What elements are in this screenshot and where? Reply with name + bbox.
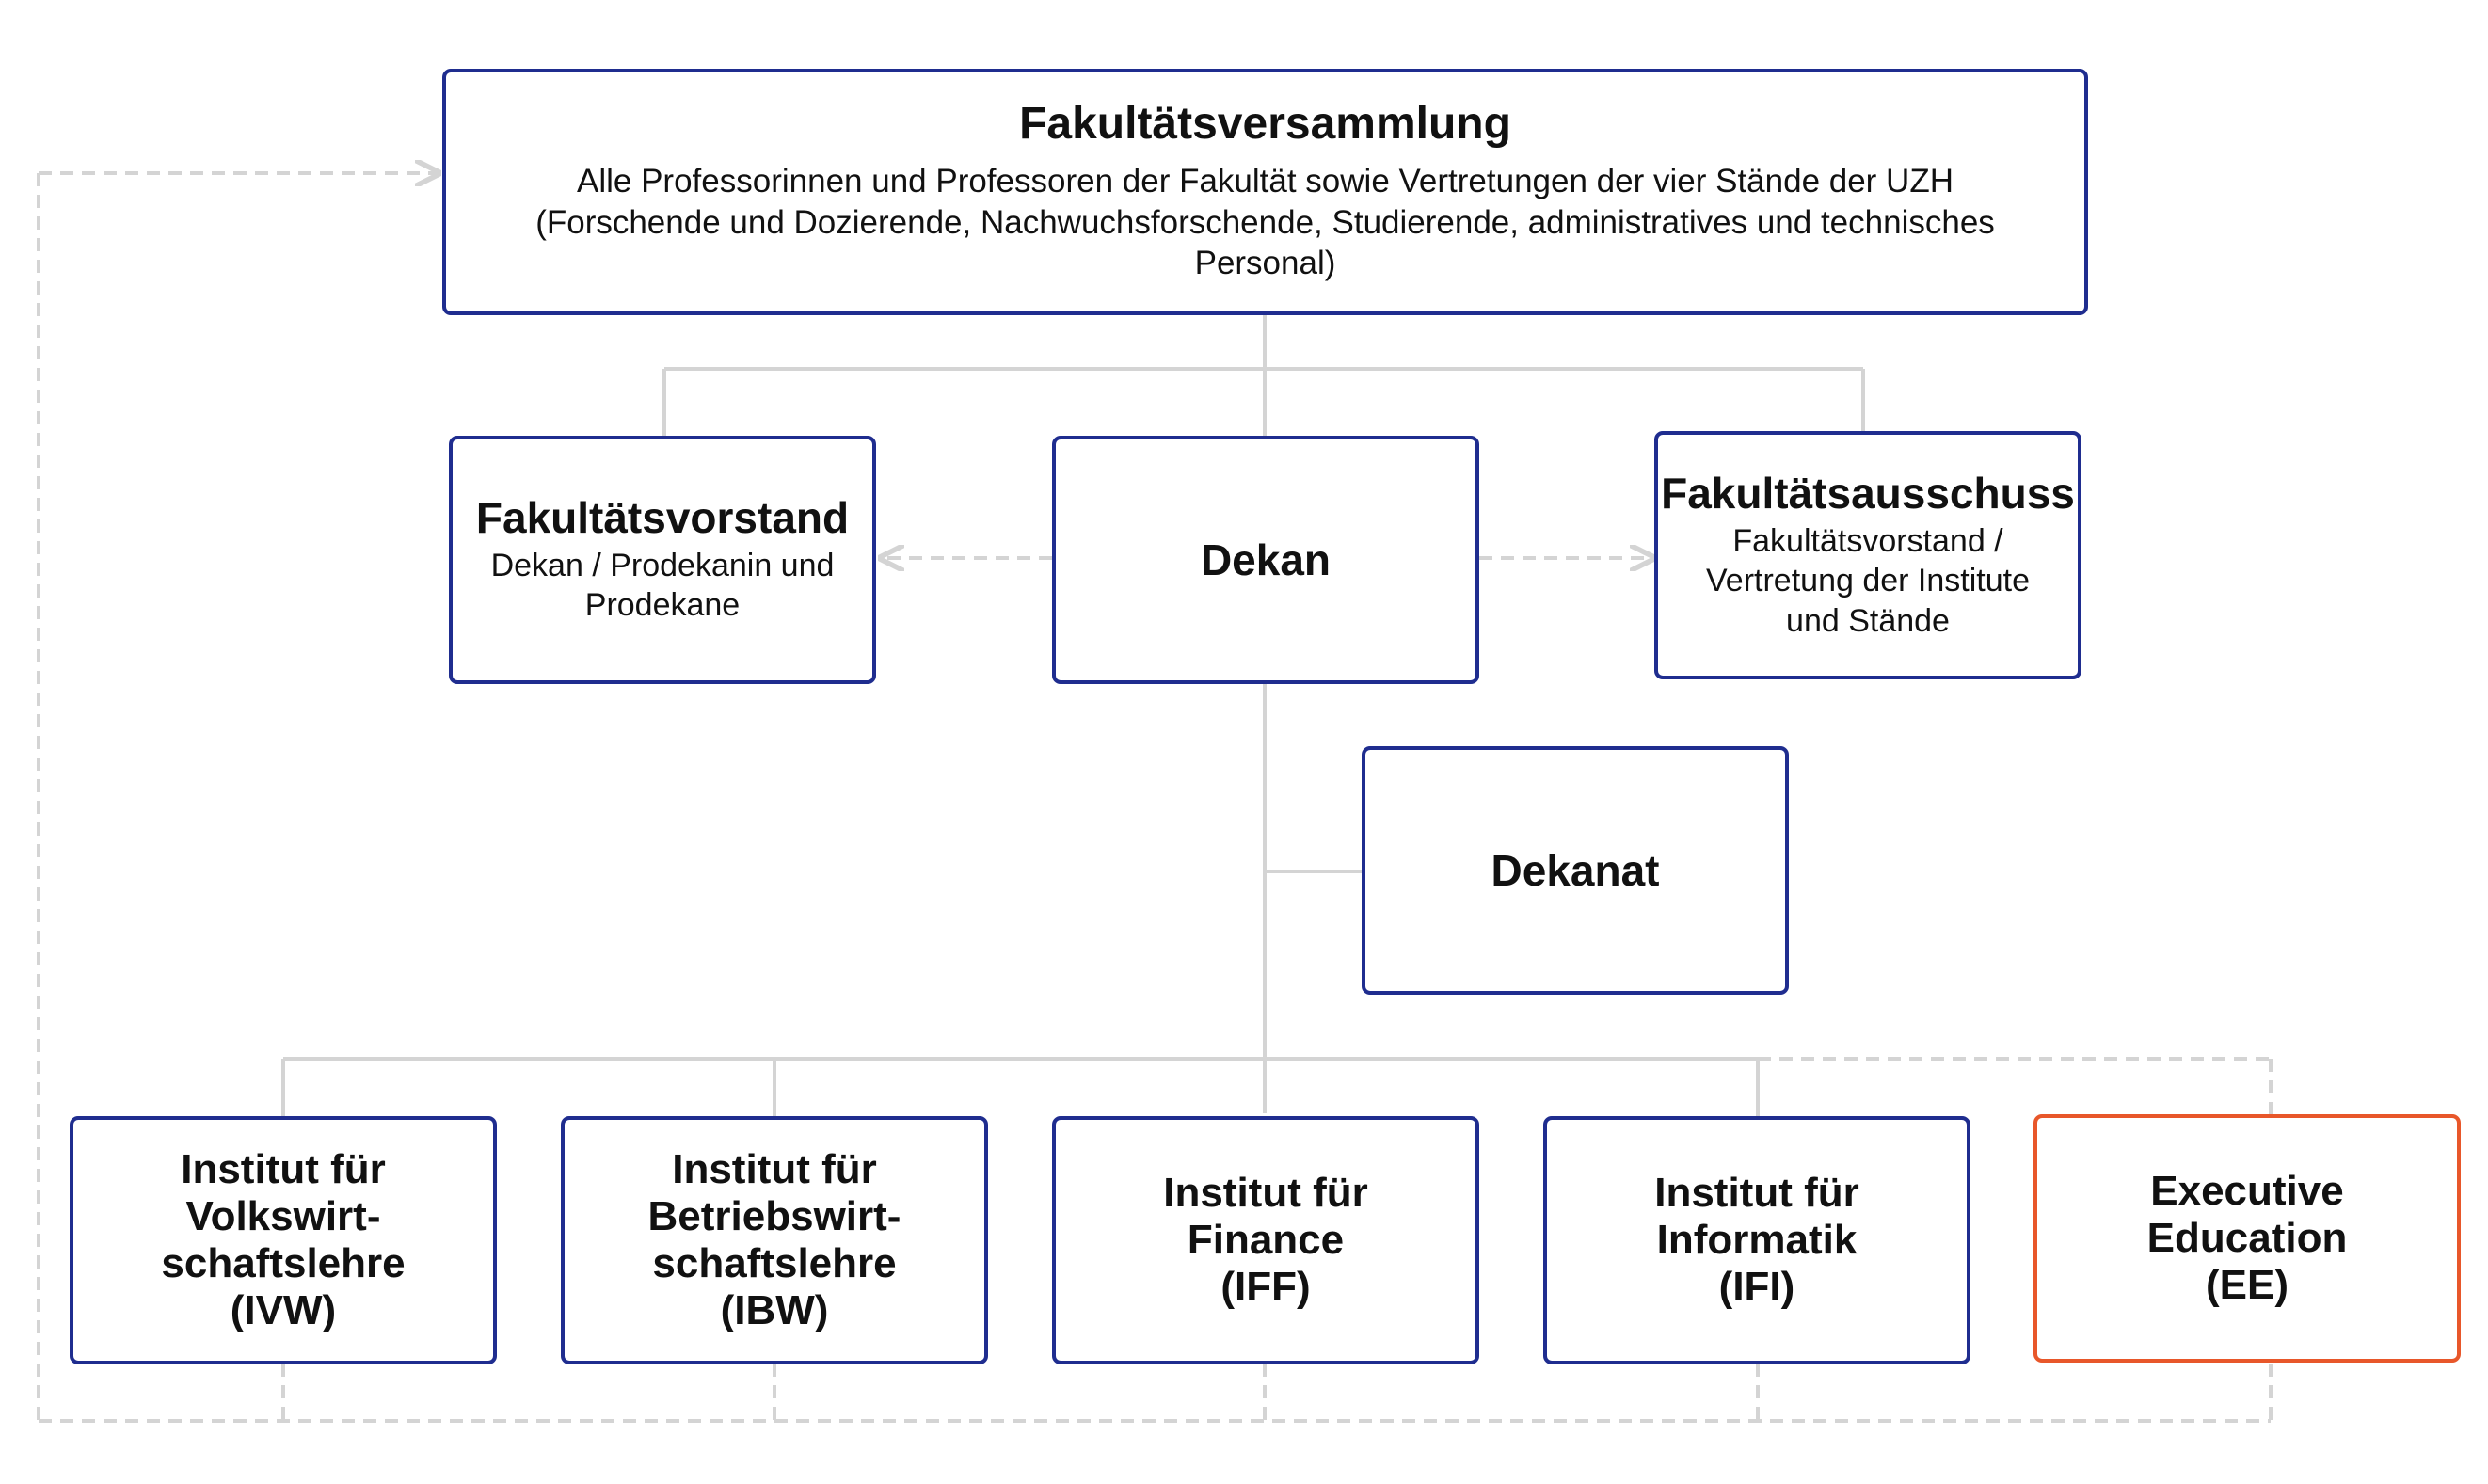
executive-education-label: Executive Education (EE) bbox=[2146, 1167, 2348, 1309]
dean-title: Dekan bbox=[1200, 535, 1332, 584]
institute-iff-box: Institut für Finance (IFF) bbox=[1052, 1116, 1479, 1364]
institute-ivw-box: Institut für Volkswirt- schaftslehre (IV… bbox=[70, 1116, 497, 1364]
committee-title: Fakultätsausschuss bbox=[1661, 468, 2075, 518]
institute-ivw-label: Institut für Volkswirt- schaftslehre (IV… bbox=[161, 1145, 406, 1334]
deanery-title: Dekanat bbox=[1491, 845, 1660, 895]
board-title: Fakultätsvorstand bbox=[475, 493, 850, 543]
institute-ifi-label: Institut für Informatik (IFI) bbox=[1654, 1169, 1859, 1311]
board-box: Fakultätsvorstand Dekan / Prodekanin und… bbox=[449, 436, 876, 684]
dashed-connectors bbox=[37, 173, 2273, 1423]
committee-box: Fakultätsausschuss Fakultätsvorstand / V… bbox=[1654, 431, 2081, 679]
assembly-title: Fakultätsversammlung bbox=[1019, 98, 1511, 149]
deanery-box: Dekanat bbox=[1362, 746, 1789, 995]
institute-ibw-label: Institut für Betriebswirt- schaftslehre … bbox=[647, 1145, 901, 1334]
institute-iff-label: Institut für Finance (IFF) bbox=[1163, 1169, 1368, 1311]
institute-ifi-box: Institut für Informatik (IFI) bbox=[1543, 1116, 1970, 1364]
solid-connectors bbox=[281, 314, 1865, 1116]
board-description: Dekan / Prodekanin und Prodekane bbox=[490, 547, 835, 624]
assembly-description: Alle Professorinnen und Professoren der … bbox=[535, 162, 1995, 282]
institute-ibw-box: Institut für Betriebswirt- schaftslehre … bbox=[561, 1116, 988, 1364]
assembly-box: Fakultätsversammlung Alle Professorinnen… bbox=[442, 69, 2088, 315]
dean-box: Dekan bbox=[1052, 436, 1479, 684]
executive-education-box: Executive Education (EE) bbox=[2033, 1114, 2461, 1363]
committee-description: Fakultätsvorstand / Vertretung der Insti… bbox=[1706, 522, 2030, 639]
